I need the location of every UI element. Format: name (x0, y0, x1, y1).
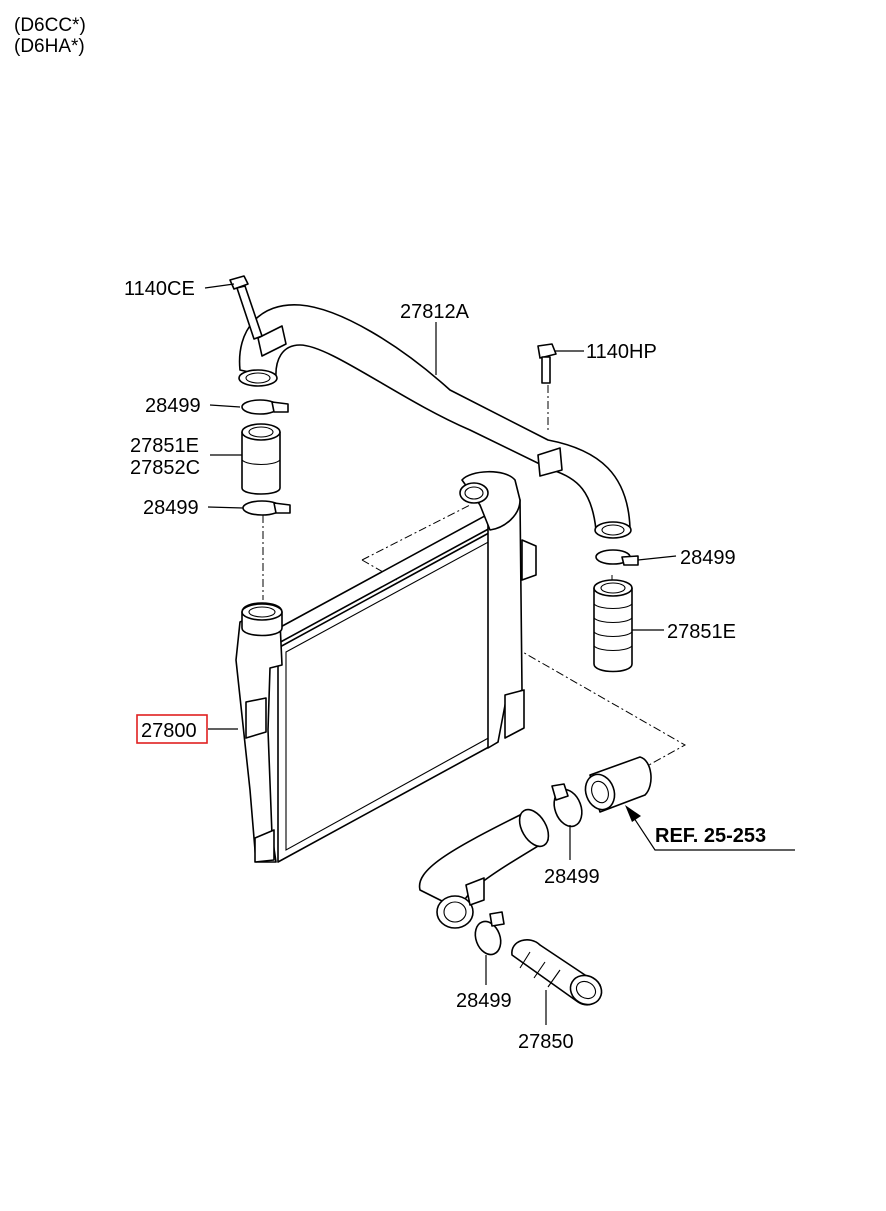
clamp-lower-mid[interactable] (549, 783, 586, 830)
leader-lines (204, 283, 795, 1025)
lower-pipe[interactable] (418, 805, 555, 929)
label-27850[interactable]: 27850 (518, 1031, 574, 1053)
label-27851E-left[interactable]: 27851E (130, 435, 199, 457)
label-28499-lower-left[interactable]: 28499 (456, 990, 512, 1012)
label-28499-left-upper[interactable]: 28499 (145, 395, 201, 417)
label-ref-25-253[interactable]: REF. 25-253 (655, 825, 766, 847)
bolt-1140HP[interactable] (537, 343, 557, 384)
hose-right-27851E[interactable] (593, 579, 633, 673)
label-27800[interactable]: 27800 (141, 720, 197, 742)
intercooler-27800[interactable] (235, 470, 537, 863)
ref-arrow-icon (625, 805, 641, 822)
ref-hose[interactable] (581, 756, 652, 814)
label-1140HP[interactable]: 1140HP (586, 341, 657, 363)
bolt-1140CE[interactable] (229, 275, 263, 340)
label-28499-right[interactable]: 28499 (680, 547, 736, 569)
label-27851E-right[interactable]: 27851E (667, 621, 736, 643)
engine-code-1: (D6CC*) (14, 15, 86, 36)
label-28499-left-lower[interactable]: 28499 (143, 497, 199, 519)
label-28499-lower-mid[interactable]: 28499 (544, 866, 600, 888)
hose-left-27851E[interactable] (241, 423, 281, 495)
hose-lower-27850[interactable] (511, 939, 607, 1010)
upper-pipe-27812A[interactable] (238, 304, 632, 539)
clamp-right-upper[interactable] (595, 549, 639, 566)
clamp-lower-left[interactable] (471, 911, 505, 958)
label-27812A[interactable]: 27812A (400, 301, 470, 323)
label-1140CE[interactable]: 1140CE (124, 278, 195, 300)
clamp-left-upper[interactable] (241, 399, 289, 415)
highlight-box (136, 714, 208, 744)
clamp-left-lower[interactable] (242, 500, 291, 516)
engine-code-2: (D6HA*) (14, 36, 85, 57)
label-27852C[interactable]: 27852C (130, 457, 200, 479)
